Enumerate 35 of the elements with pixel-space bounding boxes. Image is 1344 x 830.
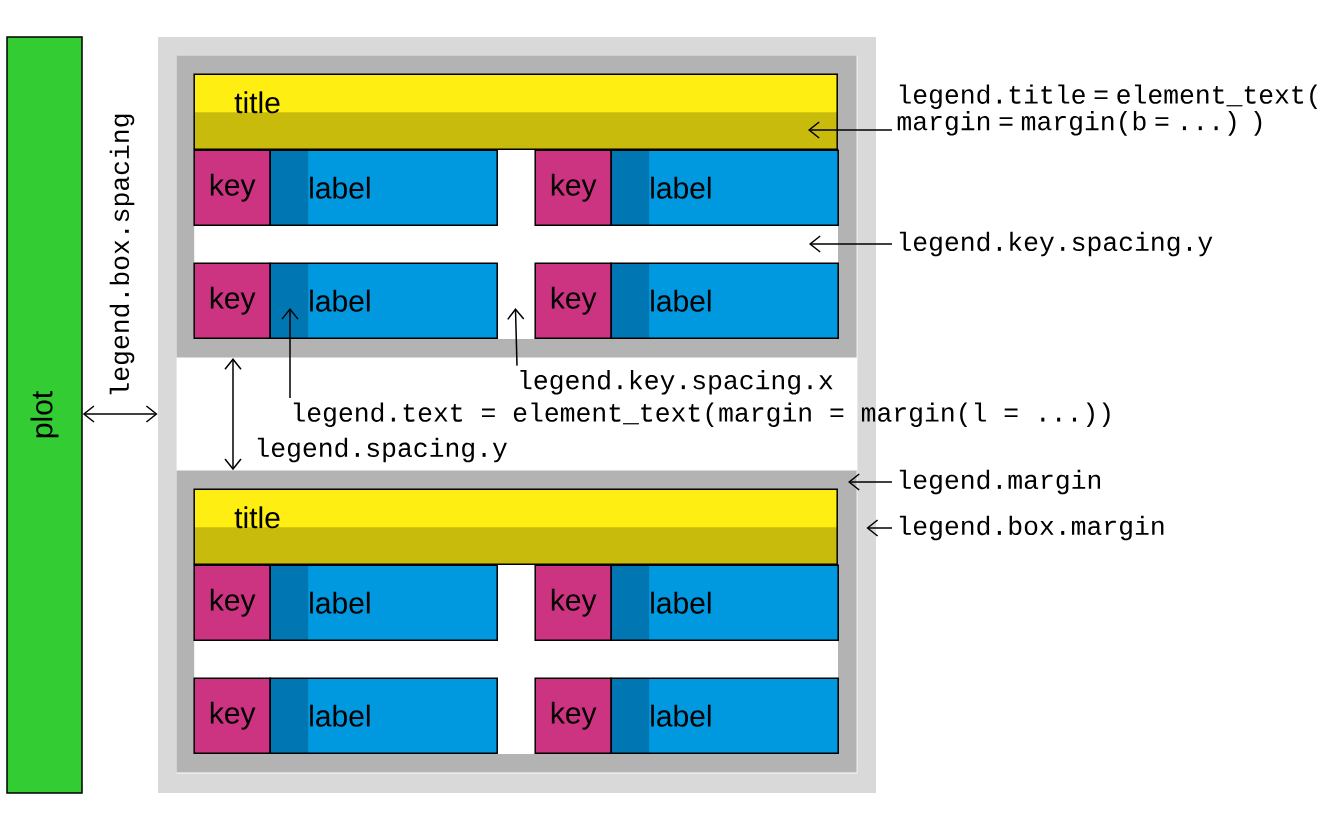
label-cell: label [269,149,498,226]
key-cell: key [534,149,612,226]
arrow [807,121,893,139]
arrow [82,405,158,423]
code-annotation: legend.box.margin [899,515,1164,541]
title-bar: title [193,73,838,150]
plot-panel: plot [6,36,83,794]
key-cell: key [534,677,612,754]
code-annotation: legend.text = element_text(margin = margin(l = ...)) [293,402,1110,427]
label-cell: label [610,677,839,754]
code-annotation: legend.key.spacing.y [899,231,1213,257]
arrow [808,235,893,253]
key-cell: key [193,262,271,339]
key-cell: key [534,564,612,641]
key-cell: key [534,262,612,339]
code-annotation: legend.title = element_text( margin = margin(b = ...) ) [897,84,1318,136]
code-annotation: legend.key.spacing.x [520,370,833,395]
arrow [848,473,893,491]
label-cell: label [610,564,839,641]
label-cell: label [269,564,498,641]
title-bar: title [193,488,838,565]
edge-label: legend.spacing.y [257,437,507,463]
arrow [507,308,525,367]
key-cell: key [193,149,271,226]
edge-label: legend.box.spacing [109,114,135,395]
arrow [281,307,299,399]
label-cell: label [610,262,839,339]
arrow [866,519,893,537]
key-cell: key [193,677,271,754]
code-annotation: legend.margin [899,469,1100,495]
key-cell: key [193,564,271,641]
label-cell: label [610,149,839,226]
label-cell: label [269,262,498,339]
label-cell: label [269,677,498,754]
arrow [224,358,242,471]
